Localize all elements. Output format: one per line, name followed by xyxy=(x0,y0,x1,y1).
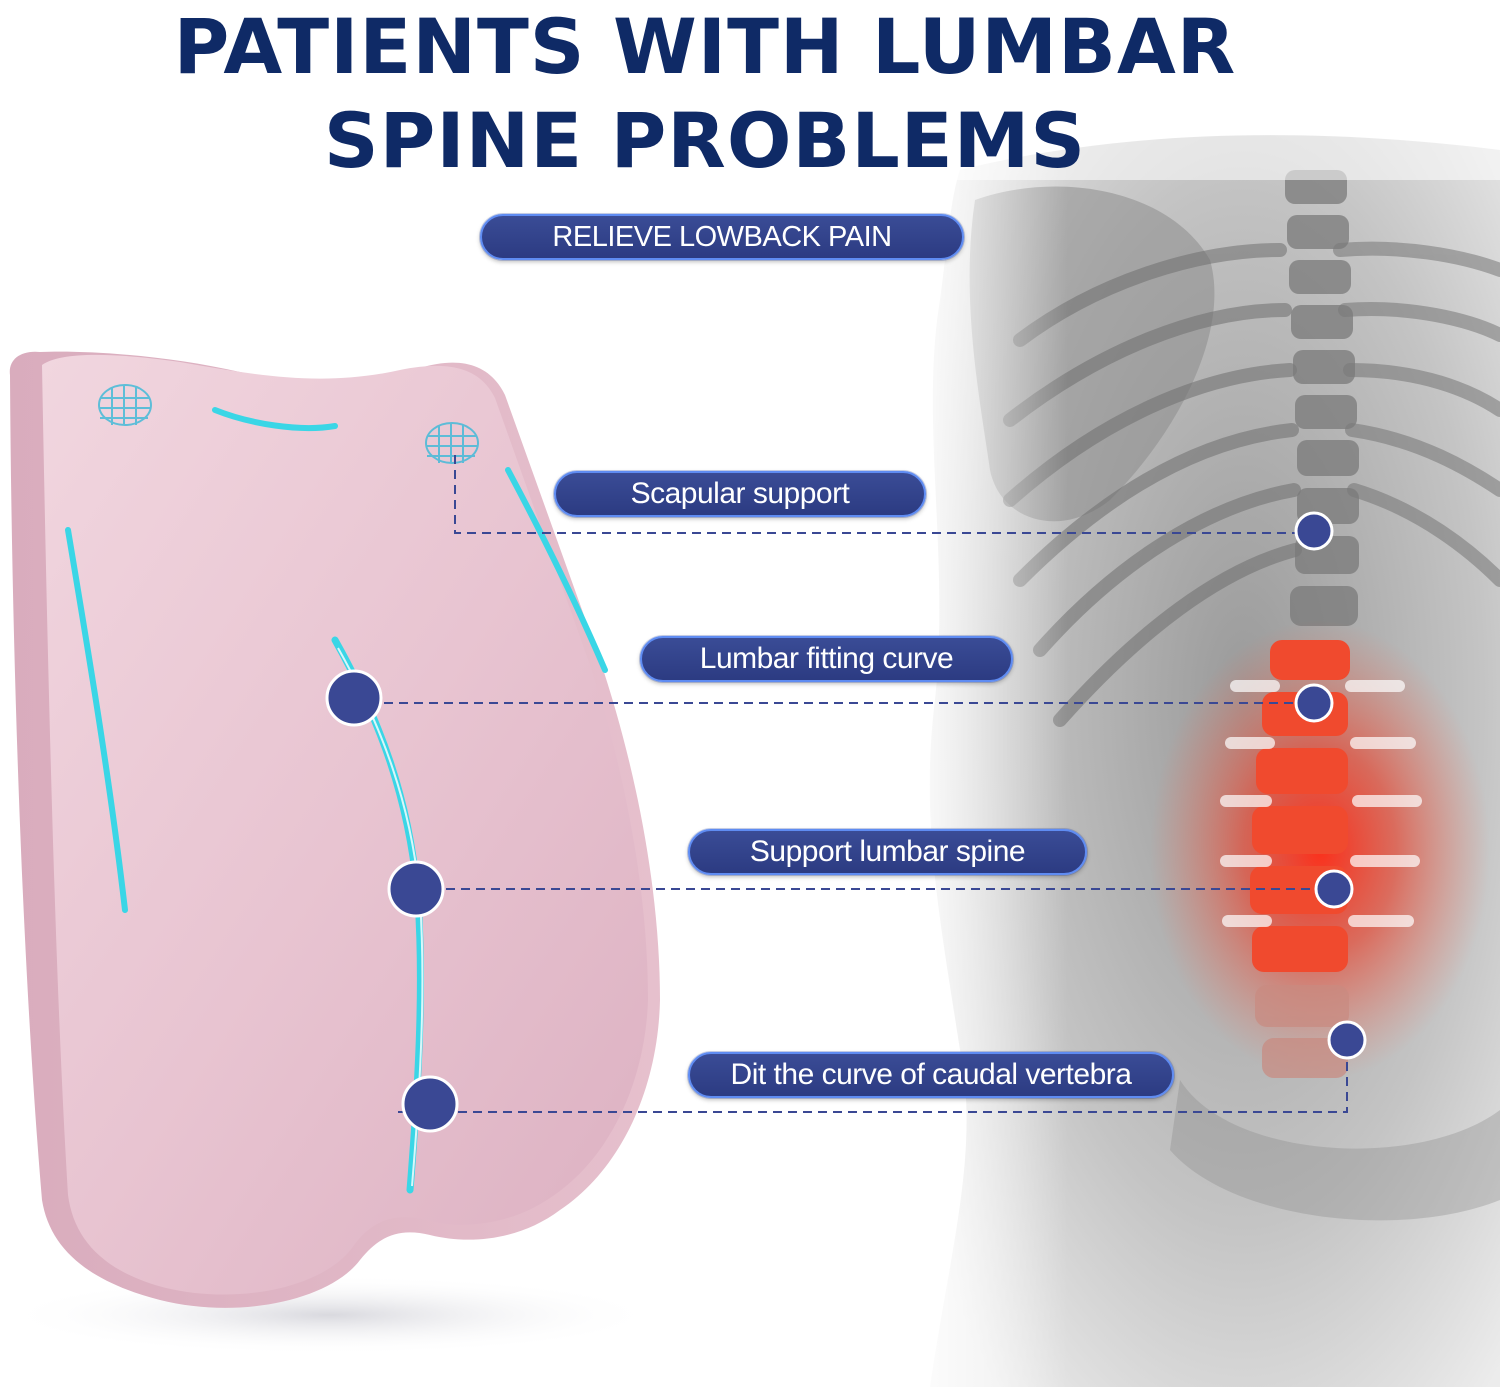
headline: PATIENTS WITH LUMBAR SPINE PROBLEMS xyxy=(0,0,1410,188)
connector-scapular xyxy=(454,455,1314,534)
marker-dot xyxy=(1294,683,1334,723)
banner-relieve-pain: RELIEVE LOWBACK PAIN xyxy=(480,214,964,260)
label-caudal-vertebra: Dit the curve of caudal vertebra xyxy=(688,1052,1174,1098)
marker-dot xyxy=(401,1075,459,1133)
label-support-lumbar-spine: Support lumbar spine xyxy=(688,829,1087,875)
marker-dot xyxy=(387,860,445,918)
lumbar-cushion xyxy=(0,351,661,1355)
headline-line-2: SPINE PROBLEMS xyxy=(323,96,1087,185)
spine-markers xyxy=(1294,511,1367,1060)
connector-lines xyxy=(354,455,1348,1113)
cushion-markers xyxy=(325,669,459,1133)
marker-dot xyxy=(1294,511,1334,551)
headline-line-1: PATIENTS WITH LUMBAR xyxy=(173,2,1237,91)
connector-caudal xyxy=(398,1040,1348,1113)
marker-dot xyxy=(325,669,383,727)
mesh-support-icon xyxy=(98,384,152,426)
mesh-support-icon xyxy=(425,422,479,464)
label-scapular-support: Scapular support xyxy=(554,471,926,517)
marker-dot xyxy=(1314,869,1354,909)
label-lumbar-fitting-curve: Lumbar fitting curve xyxy=(640,636,1013,682)
marker-dot xyxy=(1327,1020,1367,1060)
